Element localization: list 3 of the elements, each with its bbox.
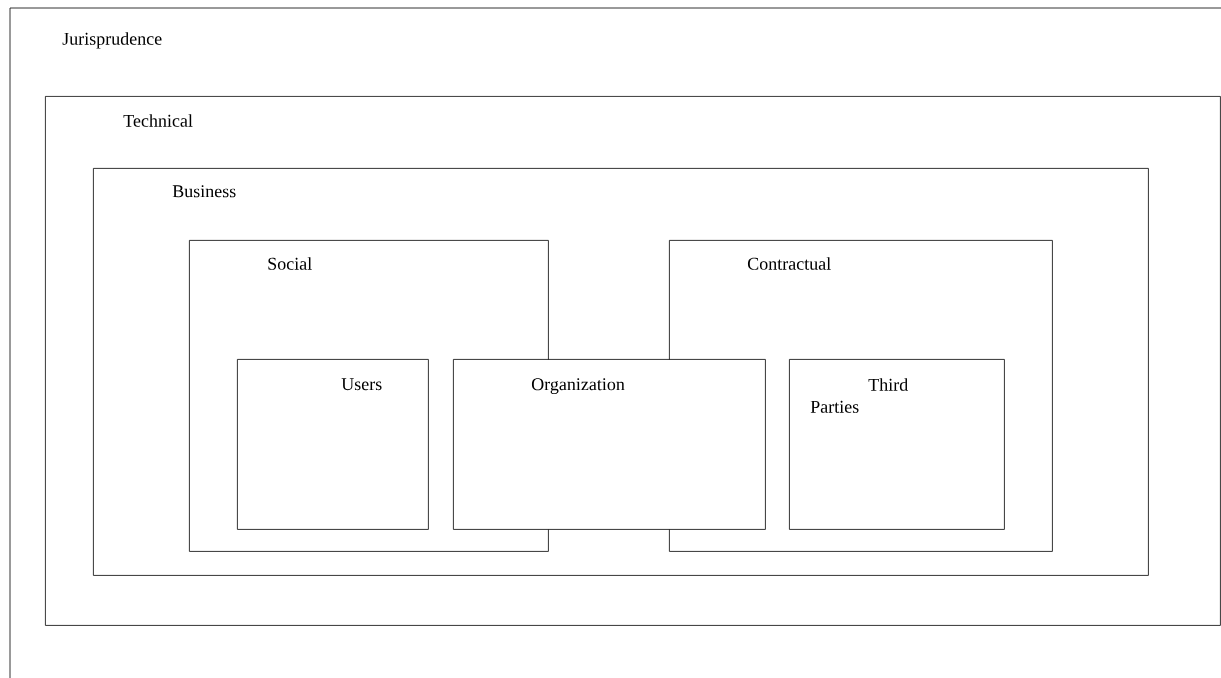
labeled-box: Third Parties bbox=[789, 359, 1005, 530]
labeled-box: Organization bbox=[453, 359, 766, 530]
labeled-box: Users bbox=[237, 359, 429, 530]
